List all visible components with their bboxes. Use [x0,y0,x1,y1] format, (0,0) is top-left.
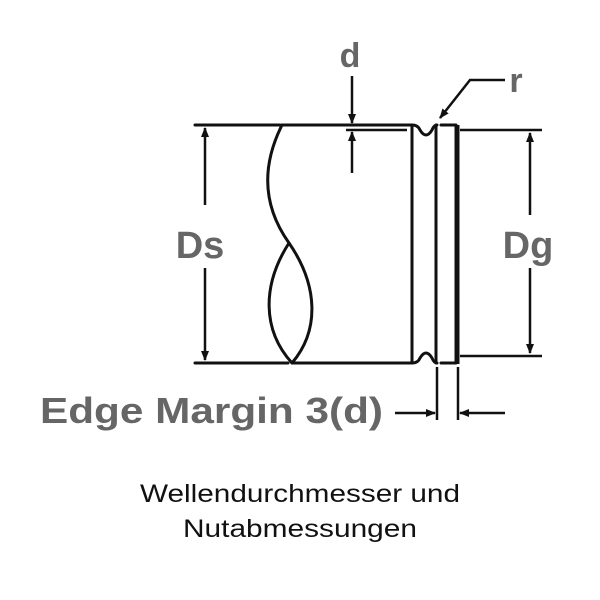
r-leader: r [439,62,523,119]
shaft-outline [193,123,460,365]
ds-dimension: Ds [176,127,225,361]
d-label: d [340,37,361,75]
dg-dimension: Dg [460,128,554,358]
ds-label: Ds [176,225,225,267]
edge-margin-dimension: Edge Margin 3(d) [40,367,505,431]
d-dimension: d [340,37,407,173]
caption-line-1: Wellendurchmesser und [140,480,460,508]
r-label: r [509,62,522,100]
edge-margin-label: Edge Margin 3(d) [40,390,383,431]
caption-line-2: Nutabmessungen [183,515,417,543]
dg-label: Dg [503,225,554,267]
